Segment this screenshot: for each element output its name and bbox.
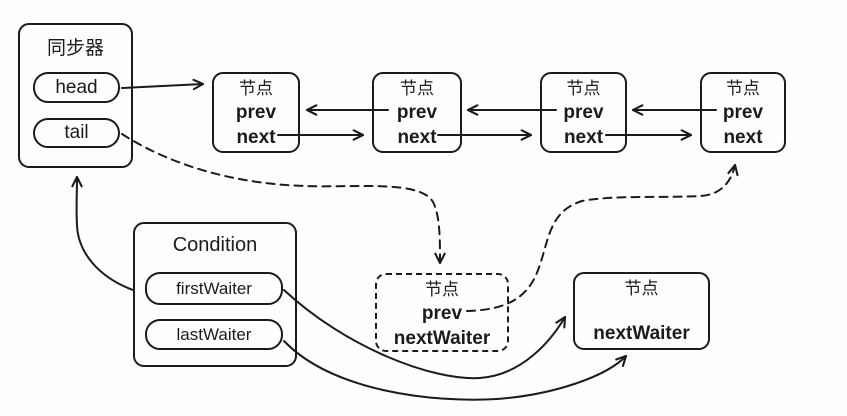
prev-field: prev (563, 102, 604, 123)
next-waiter-field: nextWaiter (593, 323, 690, 344)
node-title: 节点 (425, 280, 459, 299)
next-field: next (236, 127, 276, 148)
waiting-node: 节点 nextWaiter (573, 272, 710, 350)
sync-queue-node-4: 节点 prev next (700, 72, 786, 153)
last-waiter-field: lastWaiter (145, 319, 283, 350)
first-waiter-field: firstWaiter (145, 272, 283, 305)
head-field: head (33, 72, 120, 103)
edge-head-to-node1 (121, 78, 205, 91)
node-title: 节点 (624, 279, 659, 298)
node-title: 节点 (400, 79, 434, 98)
condition-title: Condition (172, 234, 258, 256)
tail-label: tail (64, 122, 89, 143)
next-field: next (397, 127, 437, 148)
sync-queue-node-2: 节点 prev next (372, 72, 462, 153)
prev-field: prev (235, 102, 277, 123)
first-waiter-label: firstWaiter (176, 278, 252, 298)
head-label: head (55, 76, 98, 98)
sync-queue-node-1: 节点 prev next (212, 72, 300, 153)
tail-field: tail (33, 118, 120, 148)
prev-field: prev (722, 102, 764, 123)
transferred-node: 节点 prev nextWaiter (375, 273, 509, 352)
edge-condition-to-synchronizer (71, 175, 134, 291)
next-field: next (563, 127, 604, 148)
last-waiter-label: lastWaiter (176, 324, 252, 344)
node-title: 节点 (566, 79, 601, 98)
node-title: 节点 (726, 79, 760, 98)
synchronizer-title: 同步器 (46, 38, 104, 59)
node-title: 节点 (239, 79, 273, 98)
prev-field: prev (421, 303, 463, 324)
next-field: next (723, 127, 763, 148)
next-waiter-field: nextWaiter (393, 328, 491, 349)
prev-field: prev (396, 102, 438, 123)
sync-queue-node-3: 节点 prev next (540, 72, 627, 153)
